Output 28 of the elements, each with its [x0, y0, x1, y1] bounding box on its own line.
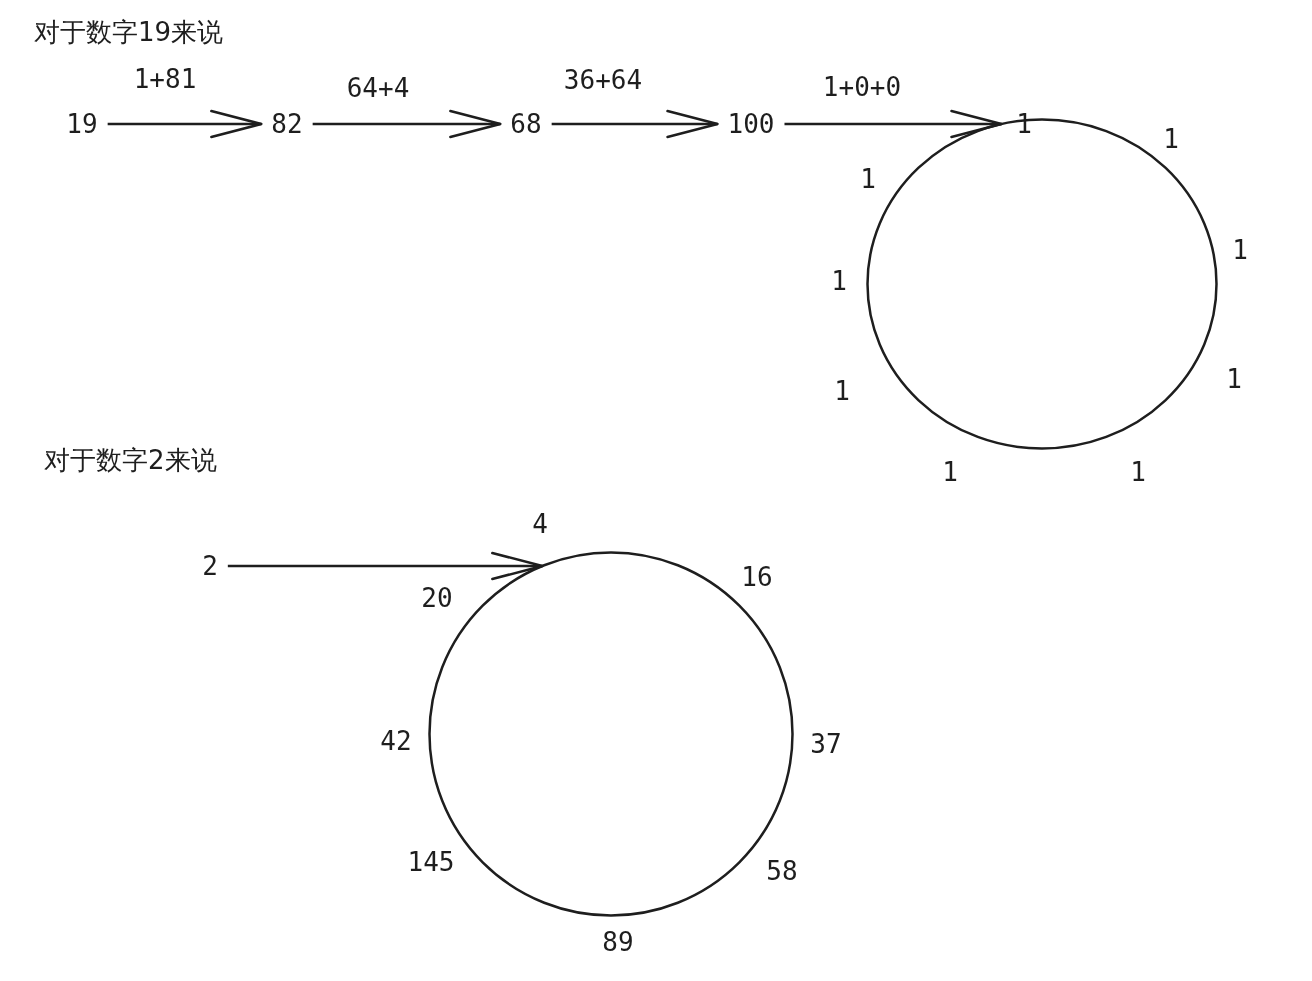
number-label: 145	[407, 847, 455, 877]
number-label: 1	[831, 266, 847, 296]
number-text: 100	[727, 109, 775, 139]
arrow	[312, 109, 502, 139]
number-label: 1	[1130, 457, 1146, 487]
heading: 对于数字19来说	[34, 17, 224, 49]
number-label: 1	[1232, 235, 1248, 265]
number-label: 20	[421, 583, 453, 613]
number-label: 1	[834, 376, 850, 406]
number-label: 4	[532, 509, 548, 539]
number-label: 1	[942, 457, 958, 487]
number-label: 1	[1226, 364, 1242, 394]
number-label: 58	[766, 856, 798, 886]
number-text: 2	[202, 551, 218, 581]
number-label: 37	[810, 729, 842, 759]
number-label: 1	[860, 164, 876, 194]
arrow	[551, 109, 719, 139]
number-text: 82	[271, 109, 303, 139]
number-label: 1	[1163, 124, 1179, 154]
arrow	[784, 109, 1003, 139]
number-label: 16	[741, 562, 773, 592]
arrow	[227, 551, 544, 581]
number-label: 42	[380, 726, 412, 756]
number-text: 68	[510, 109, 542, 139]
number-text: 19	[66, 109, 98, 139]
number-label: 89	[602, 927, 634, 957]
arrow	[107, 109, 263, 139]
heading: 对于数字2来说	[44, 445, 217, 477]
